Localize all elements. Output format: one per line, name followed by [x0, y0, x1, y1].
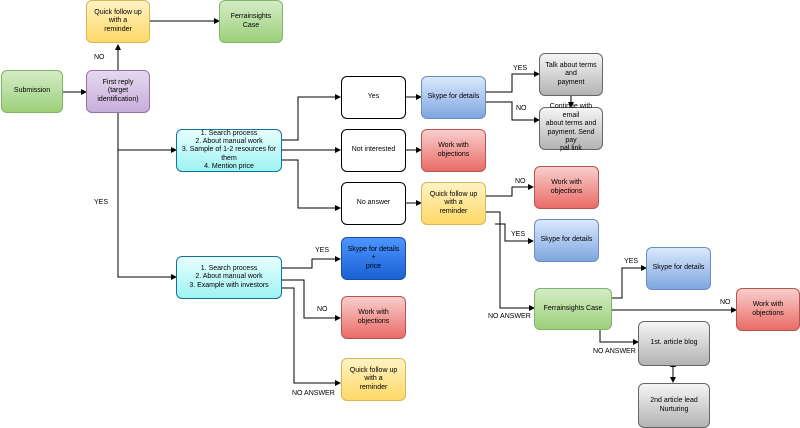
edge-quick-mid-ferrainsights	[486, 211, 535, 311]
node-talk-terms[interactable]: Talk about terms and payment	[539, 53, 603, 96]
edge-skype-continue-email	[486, 101, 540, 123]
node-objections-a[interactable]: Work with objections	[421, 129, 486, 172]
edge-search-a-no-answer	[282, 159, 341, 211]
edge-skype-talk-terms	[486, 71, 540, 93]
node-objections-d[interactable]: Work with objections	[736, 288, 800, 331]
label-no-continue: NO	[516, 105, 527, 112]
label-no-answer-lower: NO ANSWER	[292, 390, 335, 397]
label-yes-case: YES	[624, 258, 639, 265]
edge-first-reply-search-b	[117, 150, 177, 280]
edge-case-skype-c	[612, 265, 647, 299]
node-search-process-a[interactable]: 1. Search process 2. About manual work 3…	[176, 129, 282, 172]
edge-first-reply-search-a	[117, 113, 177, 153]
node-not-interested[interactable]: Not interested	[341, 129, 406, 172]
node-ferrainsights-case[interactable]: Ferrainsights Case	[534, 288, 612, 330]
edge-case-article-blog	[599, 330, 639, 345]
label-no-answer-mid: NO ANSWER	[488, 313, 531, 320]
node-objections-b[interactable]: Work with objections	[534, 166, 599, 209]
edge-search-b-skype-price	[282, 256, 341, 269]
label-no-mid: NO	[515, 178, 526, 185]
node-first-reply[interactable]: First reply (target identification)	[86, 70, 150, 113]
edge-search-b-quick-follow	[282, 287, 341, 386]
node-no-answer[interactable]: No answer	[341, 182, 406, 225]
label-no-top: NO	[94, 54, 105, 61]
node-yes[interactable]: Yes	[341, 76, 406, 119]
node-quick-follow-mid[interactable]: Quick follow up with a reminder	[421, 182, 486, 225]
label-yes-price: YES	[315, 247, 330, 254]
node-article-blog[interactable]: 1st. article blog	[638, 321, 710, 366]
node-objections-c[interactable]: Work with objections	[341, 296, 406, 339]
label-no-lower: NO	[317, 306, 328, 313]
node-article-lead[interactable]: 2nd article lead Nurturing	[638, 383, 710, 428]
node-skype-price[interactable]: Skype for details + price	[341, 237, 406, 280]
label-yes-talk: YES	[513, 65, 528, 72]
node-continue-email[interactable]: Continue with email about terms and paym…	[539, 103, 603, 152]
edge-quick-mid-objections	[486, 184, 534, 197]
node-skype-details-b[interactable]: Skype for details	[534, 219, 599, 262]
label-no-case: NO	[720, 299, 731, 306]
node-submission[interactable]: Submission	[1, 70, 63, 113]
node-skype-details-a[interactable]: Skype for details	[421, 76, 486, 119]
edge-search-b-objections	[282, 279, 341, 321]
node-skype-details-c[interactable]: Skype for details	[646, 247, 711, 290]
edge-search-a-yes	[282, 94, 341, 141]
node-quick-follow-bottom[interactable]: Quick follow up with a reminder	[341, 358, 406, 401]
node-quick-follow-top[interactable]: Quick follow up with a reminder	[86, 0, 150, 43]
node-search-process-b[interactable]: 1. Search process 2. About manual work 3…	[176, 256, 282, 299]
label-yes-left: YES	[94, 199, 109, 206]
node-ferrainsights-top[interactable]: Ferrainsights Case	[219, 0, 283, 43]
label-no-answer-case: NO ANSWER	[593, 348, 636, 355]
label-yes-mid: YES	[511, 231, 526, 238]
